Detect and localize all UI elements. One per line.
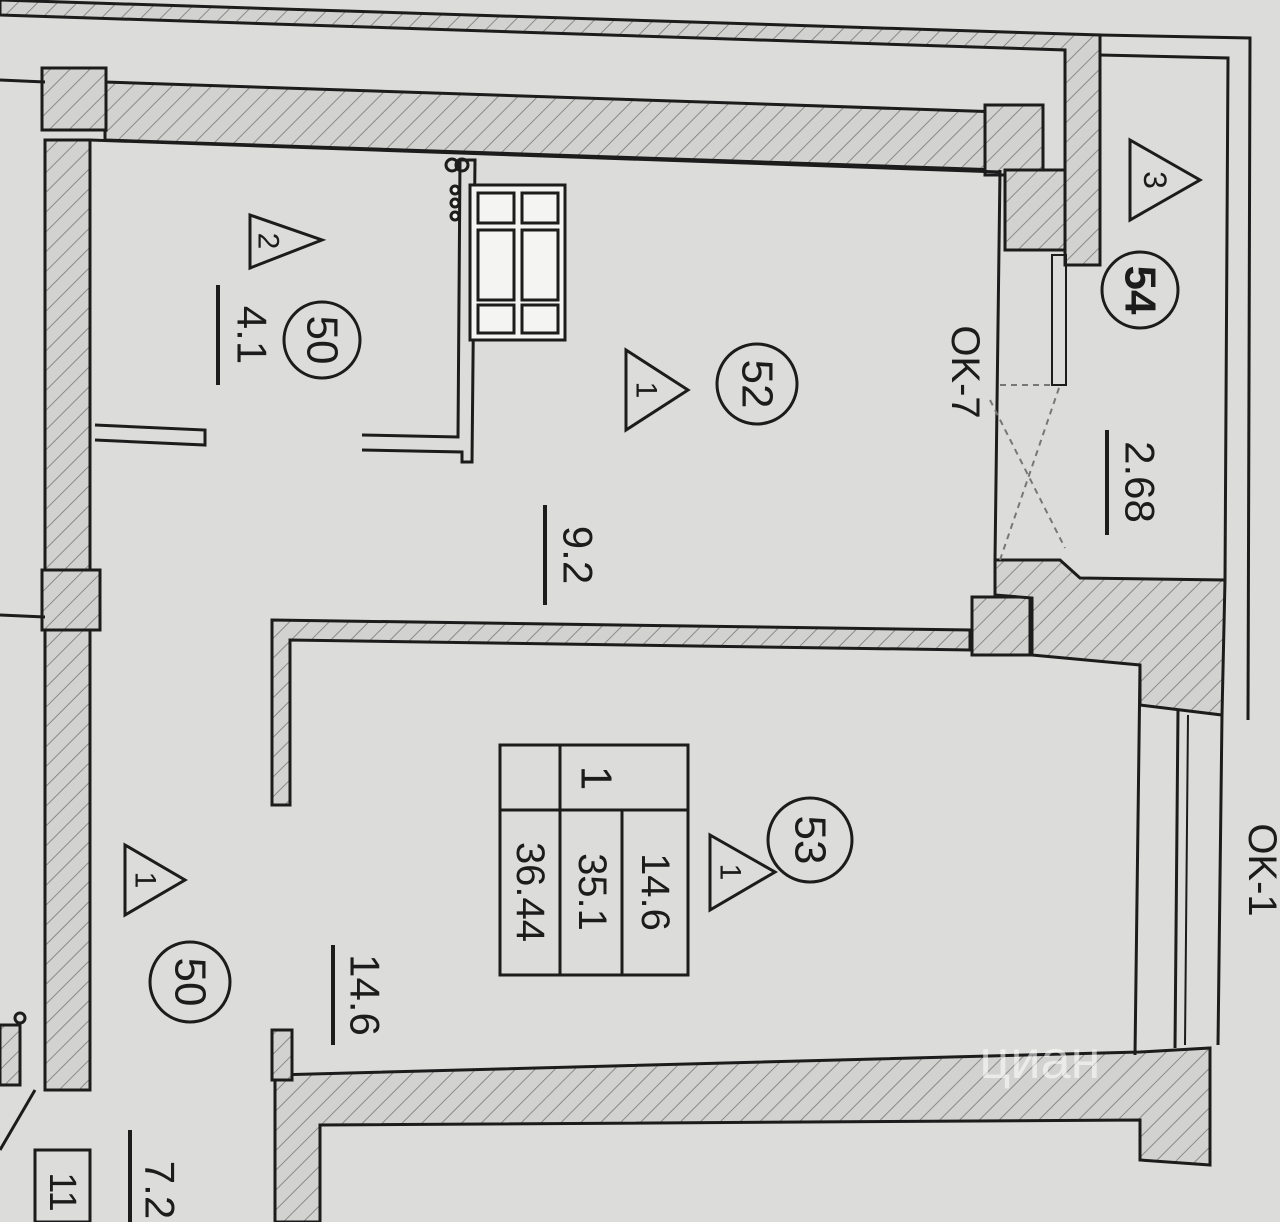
room-54-number: 54: [1116, 266, 1165, 315]
room-51-area: 4.1: [229, 306, 276, 364]
balcony-door: [989, 384, 1066, 561]
room-53-number-circle: [766, 796, 854, 884]
room-53-number: 53: [786, 816, 835, 865]
room-52-type-mark: 1: [630, 382, 663, 399]
window-ok1-label: OK-1: [1240, 823, 1280, 916]
apartment-rooms-count: 1: [572, 766, 621, 790]
watermark: циан: [980, 1030, 1101, 1090]
wall-right-52: [1003, 168, 1067, 252]
apartment-living-area: 14.6: [633, 853, 677, 931]
room-53: 53 1: [708, 796, 854, 913]
room-54-number-circle: [1100, 250, 1180, 330]
room-52-number-circle: [715, 342, 799, 426]
wall-bottom: [273, 1046, 1212, 1222]
apartment-area-with-balcony: 36.44: [508, 842, 552, 942]
balcony-door-frame: [1051, 254, 1067, 386]
room-50: 50 1 14.6: [123, 842, 389, 1045]
room-50-number: 50: [166, 958, 215, 1007]
pillar-top-right: [983, 103, 1045, 177]
room-54-area: 2.68: [1117, 441, 1164, 523]
stove-icon: [444, 157, 567, 342]
left-edge-fragments: [0, 78, 46, 1151]
room-51-type-triangle: [248, 212, 327, 271]
wall-right-53: [1133, 664, 1224, 1056]
room-50-number-circle: [148, 940, 232, 1024]
room-51-type-mark: 2: [252, 233, 285, 250]
room-51-number-circle: [282, 300, 362, 380]
window-ok7-label: OK-7: [943, 325, 987, 418]
room-51: 50 2 4.1: [216, 212, 362, 385]
room-52-number: 52: [733, 360, 782, 409]
room-54-type-mark: 3: [1137, 171, 1173, 189]
room-52: 52 1 9.2: [543, 342, 799, 605]
room-53-type-triangle: [708, 832, 779, 913]
room-52-type-triangle: [624, 347, 691, 433]
room-54-type-triangle: [1128, 137, 1204, 223]
partial-label-left: 11: [41, 1172, 83, 1211]
walls: [0, 0, 1227, 1222]
room-52-area: 9.2: [555, 526, 602, 584]
wall-stub-50-53: [270, 1028, 294, 1082]
room-53-type-mark: 1: [714, 864, 747, 881]
partial-label-bottom-area: 7.2: [137, 1161, 184, 1219]
room-50-type-mark: 1: [129, 872, 162, 889]
room-51-number: 50: [298, 316, 347, 365]
apartment-total-area: 35.1: [570, 853, 614, 931]
partitions: [89, 138, 1002, 561]
room-50-type-triangle: [123, 842, 188, 918]
wall-52-53: [270, 618, 972, 807]
room-50-area: 14.6: [342, 954, 389, 1036]
room-54: 54 3 2.68: [1100, 137, 1204, 535]
pillar-mid-left: [40, 568, 102, 632]
apartment-table: [498, 743, 690, 977]
pillar-top-left: [40, 66, 108, 132]
pillar-mid-right: [970, 595, 1032, 657]
partial-label-box: [33, 1148, 92, 1222]
balcony-outline: [1099, 33, 1252, 721]
